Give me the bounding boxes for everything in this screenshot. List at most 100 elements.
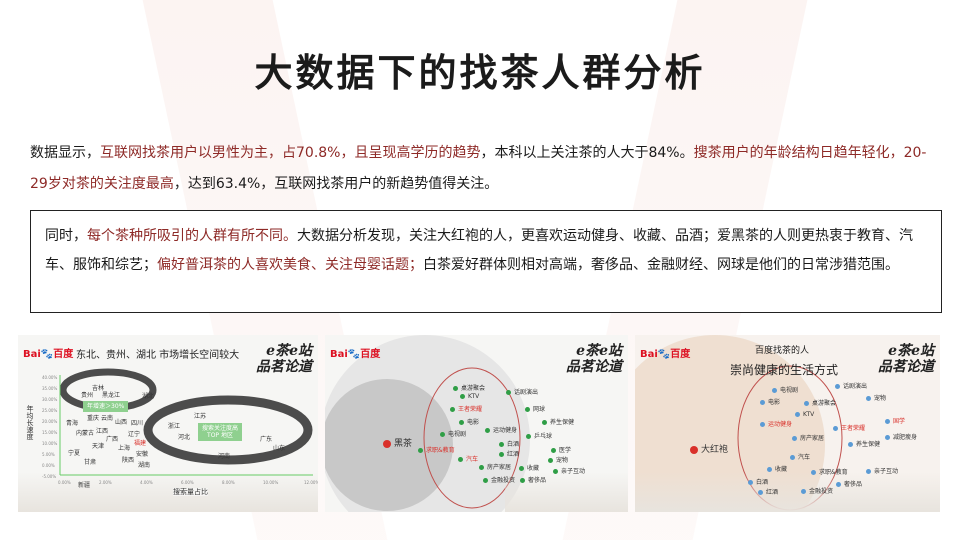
y-tick-label: 5.00% [42, 452, 55, 457]
province-label: 山西 [115, 419, 128, 426]
item-label: 宠物 [874, 395, 887, 402]
interest-item: 求职&教育 [811, 469, 848, 476]
province-label: 内蒙古 [76, 430, 95, 437]
province-label: 云南 [101, 415, 114, 422]
dot-marker [848, 442, 853, 447]
item-label: 奢侈品 [528, 477, 547, 484]
dot-marker [479, 465, 484, 470]
interest-item: 电影 [760, 399, 780, 406]
province-label: 贵州 [81, 392, 94, 399]
dot-marker [483, 478, 488, 483]
item-label: 亲子互动 [561, 468, 586, 475]
dot-marker [836, 482, 841, 487]
interest-item: 汽车 [790, 454, 810, 461]
item-label: 养生保健 [856, 441, 881, 448]
item-label: 汽车 [466, 456, 479, 463]
dot-marker [418, 448, 423, 453]
province-label: 江西 [96, 428, 109, 435]
badge: 年增速＞30% [83, 401, 129, 412]
dot-marker [795, 412, 800, 417]
dot-marker [458, 457, 463, 462]
province-label: 福建 [134, 440, 147, 447]
interest-item: 运动健身 [485, 427, 517, 434]
interest-item: 亲子互动 [553, 468, 585, 475]
dot-marker [804, 401, 809, 406]
panel-title: 东北、贵州、湖北 市场增长空间较大 [76, 350, 240, 361]
text: 数据显示， [30, 145, 100, 161]
item-label: 求职&教育 [819, 469, 848, 476]
item-label: 话剧演出 [514, 389, 539, 396]
interest-item: 白酒 [499, 441, 519, 448]
item-label: 电影 [467, 419, 480, 426]
interest-item: 汽车 [458, 456, 478, 463]
item-label: 国学 [893, 418, 906, 425]
dot-marker [758, 490, 763, 495]
item-label: 求职&教育 [426, 447, 455, 454]
interest-item: 桌游聚会 [804, 400, 836, 407]
panel-subtitle: 崇尚健康的生活方式 [730, 363, 839, 377]
item-label: 王者荣耀 [841, 425, 866, 432]
item-label: 汽车 [798, 454, 811, 461]
item-label: 黑茶 [394, 439, 413, 449]
baidu-logo: Bai🐾百度 [23, 349, 74, 360]
dot-marker [760, 400, 765, 405]
item-label: 白酒 [507, 441, 520, 448]
brand-logo: e茶e站品茗论道 [256, 343, 312, 375]
item-label: 收藏 [775, 466, 788, 473]
dot-marker [453, 386, 458, 391]
item-label: 金融投资 [809, 488, 834, 495]
item-label: 房产家居 [487, 464, 512, 471]
item-label: 收藏 [527, 465, 540, 472]
x-tick-label: 6.00% [181, 480, 194, 485]
dot-marker [542, 420, 547, 425]
item-label: 金融投资 [491, 477, 516, 484]
brand-logo: e茶e站品茗论道 [566, 343, 622, 375]
province-label: 安徽 [136, 451, 149, 458]
item-label: 运动健身 [768, 421, 793, 428]
interest-item: 收藏 [519, 465, 539, 472]
center-label: 黑茶 [383, 439, 412, 449]
interest-item: 金融投资 [483, 477, 515, 484]
item-label: 减肥瘦身 [893, 434, 918, 441]
dot-marker [833, 426, 838, 431]
province-label: 四川 [131, 420, 144, 427]
y-tick-label: 10.00% [42, 441, 58, 446]
item-label: 话剧演出 [843, 383, 868, 390]
province-label: 浙江 [168, 423, 181, 430]
x-tick-label: 2.00% [99, 480, 112, 485]
ink-circles [59, 368, 313, 476]
dot-marker [551, 448, 556, 453]
summary-paragraph: 数据显示，互联网找茶用户以男性为主，占70.8%，且呈现高学历的趋势，本科以上关… [30, 138, 940, 200]
highlight-text: 每个茶种所吸引的人群有所不同。 [87, 228, 297, 244]
province-label: 江苏 [194, 413, 207, 420]
y-axis-label: 年均长速度 [26, 405, 34, 440]
item-label: 桌游聚会 [461, 385, 486, 392]
y-tick-label: 15.00% [42, 430, 58, 435]
highlight-text: 占70.8%， [282, 145, 355, 161]
landscape-decoration [635, 472, 940, 512]
item-label: 桌游聚会 [812, 400, 837, 407]
y-tick-label: 40.00% [42, 375, 58, 380]
dahongpao-interest-map-image: Bai🐾百度 e茶e站品茗论道 百度找茶的人 崇尚健康的生活方式 电视剧电影桌游… [635, 335, 940, 512]
item-label: 运动健身 [493, 427, 518, 434]
interest-item: 奢侈品 [520, 477, 546, 484]
interest-item: 运动健身 [760, 421, 792, 428]
interest-item: 房产家居 [792, 435, 824, 442]
dot-marker [866, 469, 871, 474]
province-label: 吉林 [92, 385, 105, 392]
dot-marker [748, 480, 753, 485]
page-title: 大数据下的找茶人群分析 [254, 50, 706, 95]
province-label: 山东 [273, 445, 286, 452]
item-label: 电视剧 [780, 387, 799, 394]
dot-marker [460, 394, 465, 399]
dot-marker [792, 436, 797, 441]
dot-marker [772, 388, 777, 393]
dot-marker [485, 428, 490, 433]
panel-title: 百度找茶的人 [755, 346, 810, 356]
item-label: 网球 [533, 406, 546, 413]
dot-marker [548, 458, 553, 463]
dot-marker [885, 419, 890, 424]
item-label: KTV [803, 411, 815, 418]
interest-item: 王者荣耀 [833, 425, 865, 432]
interest-item: 白酒 [748, 479, 768, 486]
